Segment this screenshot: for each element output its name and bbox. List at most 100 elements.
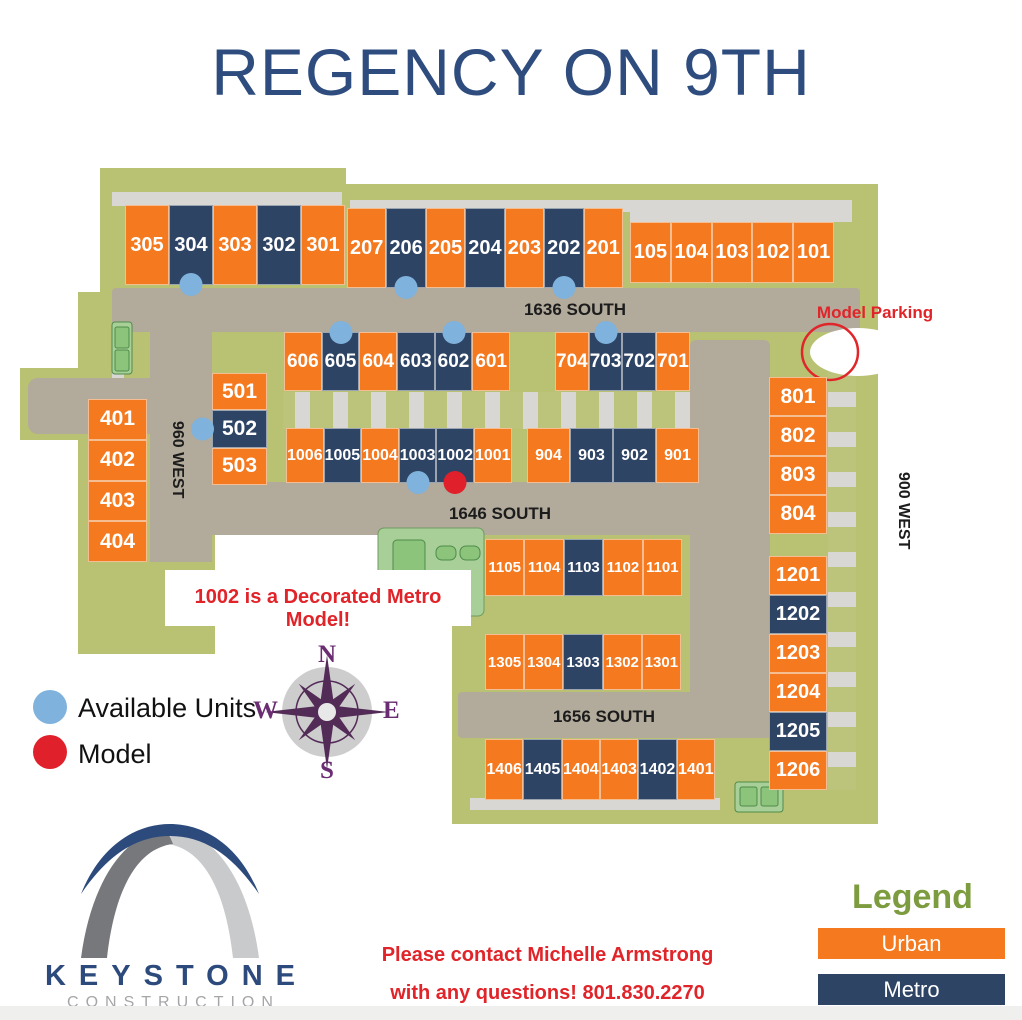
model-key-label: Model [78, 739, 152, 769]
unit-label: 304 [174, 233, 208, 256]
unit-label: 1206 [775, 759, 821, 781]
unit-label: 704 [556, 350, 588, 372]
unit-102: 102 [752, 222, 794, 283]
available-units-key-label: Available Units [78, 693, 257, 723]
unit-label: 1001 [474, 446, 511, 464]
unit-label: 501 [221, 379, 258, 403]
unit-1103: 1103 [563, 539, 604, 596]
unit-label: 1304 [527, 653, 561, 671]
compass-south-label: S [320, 757, 334, 784]
unit-label: 1205 [775, 720, 821, 742]
unit-label: 403 [99, 488, 136, 512]
available-units-key-dot [33, 690, 67, 724]
unit-label: 605 [324, 350, 357, 372]
street-label-1646-south: 1646 SOUTH [448, 504, 552, 523]
note-card [165, 570, 471, 626]
unit-601: 601 [472, 332, 511, 391]
compass-east-label: E [383, 697, 400, 724]
unit-1101: 1101 [642, 539, 683, 596]
unit-1105: 1105 [485, 539, 525, 596]
unit-label: 1404 [563, 760, 599, 778]
compass-rose [265, 655, 389, 769]
unit-label: 1101 [646, 559, 679, 576]
unit-1204: 1204 [769, 673, 827, 712]
unit-label: 1006 [287, 446, 323, 464]
keystone-arch-logo [81, 824, 259, 958]
unit-1404: 1404 [561, 739, 600, 800]
unit-label: 1104 [527, 559, 561, 576]
unit-1402: 1402 [638, 739, 677, 800]
unit-label: 1004 [362, 446, 398, 464]
unit-501: 501 [212, 373, 267, 411]
unit-1302: 1302 [602, 634, 642, 690]
unit-label: 602 [437, 350, 470, 372]
decorated-model-note: 1002 is a Decorated Metro Model! [194, 586, 442, 631]
unit-204: 204 [465, 208, 505, 288]
unit-label: 801 [780, 384, 816, 408]
unit-label: 1303 [566, 653, 600, 671]
unit-103: 103 [711, 222, 753, 283]
unit-802: 802 [769, 416, 827, 456]
unit-label: 301 [306, 233, 340, 256]
unit-202: 202 [544, 208, 584, 299]
unit-label: 701 [657, 350, 689, 372]
bottom-strip [0, 1006, 1022, 1020]
unit-label: 503 [221, 454, 258, 478]
unit-1003: 1003 [398, 428, 437, 494]
building-1200: 1201 1202 1203 1204 1205 1206 [769, 556, 827, 790]
unit-803: 803 [769, 455, 827, 495]
unit-label: 104 [674, 241, 708, 263]
unit-label: 904 [535, 446, 562, 464]
legend-metro-swatch: Metro [818, 974, 1005, 1005]
unit-label: 1302 [605, 653, 639, 671]
unit-label: 302 [262, 233, 296, 256]
unit-603: 603 [397, 332, 435, 391]
unit-1206: 1206 [769, 751, 827, 790]
unit-1002: 1002 [436, 428, 474, 494]
unit-label: 202 [547, 236, 581, 259]
unit-605: 605 [321, 321, 360, 391]
unit-label: 703 [589, 350, 622, 372]
unit-602: 602 [434, 321, 473, 391]
unit-label: 103 [715, 241, 749, 263]
unit-label: 1201 [775, 564, 821, 586]
unit-label: 1405 [524, 760, 561, 778]
available-dot [406, 471, 430, 494]
unit-label: 102 [756, 241, 790, 263]
unit-label: 901 [664, 446, 691, 464]
unit-label: 1401 [678, 760, 714, 778]
unit-label: 802 [780, 423, 816, 447]
unit-label: 305 [130, 233, 164, 256]
unit-606: 606 [284, 332, 322, 391]
unit-label: 205 [428, 236, 463, 259]
unit-1203: 1203 [769, 634, 827, 673]
unit-1202: 1202 [769, 595, 827, 634]
unit-404: 404 [88, 521, 147, 562]
unit-703: 703 [588, 321, 623, 391]
logo-keystone-text: KEYSTONE [44, 960, 308, 992]
unit-1004: 1004 [361, 428, 399, 483]
unit-label: 1203 [775, 642, 821, 664]
unit-label: 1105 [488, 559, 521, 576]
unit-402: 402 [88, 439, 147, 481]
unit-1403: 1403 [599, 739, 639, 800]
street-label-1636-south: 1636 SOUTH [523, 300, 627, 319]
unit-304: 304 [169, 205, 213, 296]
model-key-dot [33, 735, 67, 769]
unit-701: 701 [656, 332, 690, 391]
unit-label: 101 [796, 241, 831, 263]
unit-1303: 1303 [563, 634, 603, 690]
unit-1104: 1104 [524, 539, 564, 596]
unit-804: 804 [769, 494, 827, 534]
